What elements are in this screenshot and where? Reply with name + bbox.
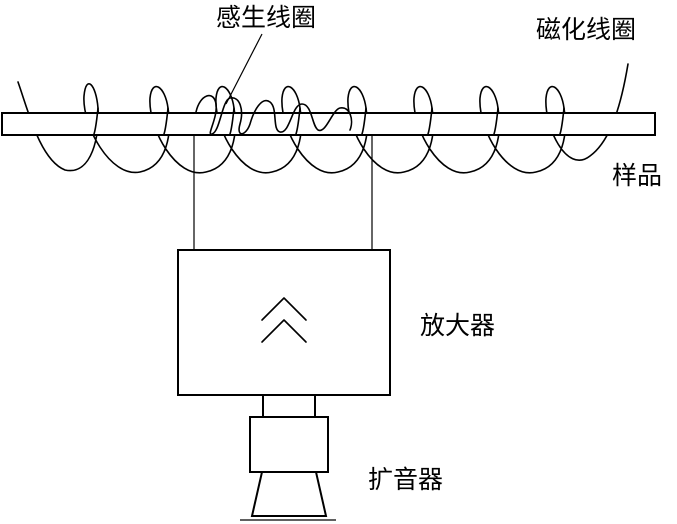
magnetizing-coil-label: 磁化线圈: [536, 15, 636, 44]
magnetizing-coil-front: [93, 107, 565, 135]
induction-coil-label: 感生线圈: [216, 3, 316, 32]
speaker-cone: [250, 471, 328, 517]
speaker-neck: [262, 394, 316, 418]
induction-coil: [195, 94, 353, 135]
speaker-body: [249, 416, 329, 473]
amplifier-label: 放大器: [420, 311, 495, 340]
amplifier-box: [177, 249, 391, 396]
double-chevron-up-icon: [261, 297, 307, 343]
magnetizing-coil: [17, 63, 629, 174]
sample-bar: [1, 112, 656, 136]
induction-coil-leader: [225, 33, 263, 105]
sample-label: 样品: [612, 161, 662, 190]
speaker-label: 扩音器: [368, 465, 443, 494]
